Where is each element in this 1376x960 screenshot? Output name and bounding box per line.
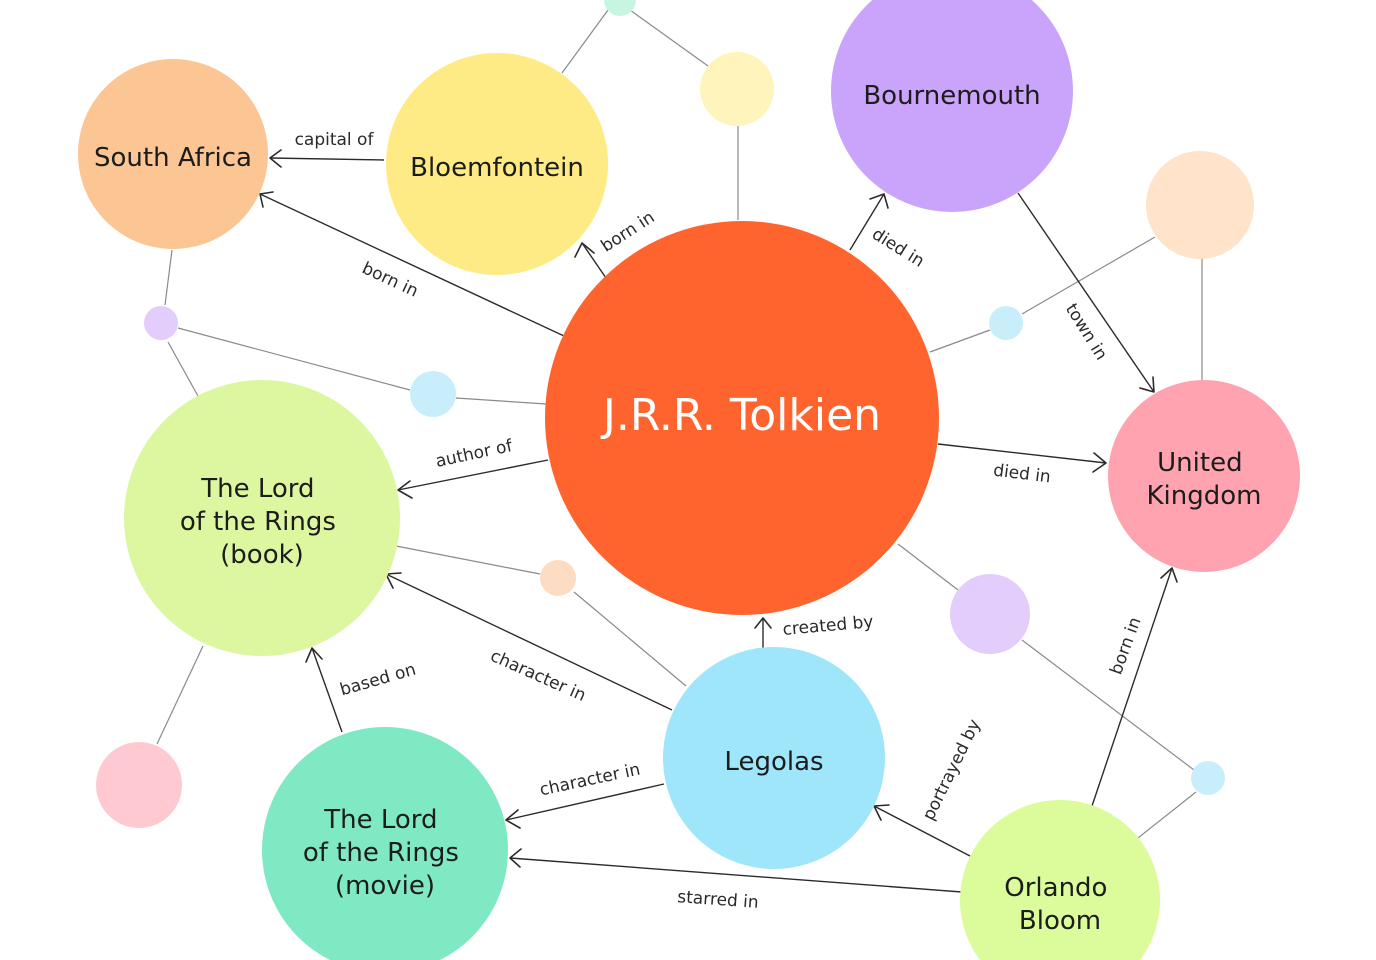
- node-labels: South Africa Bloemfontein Bournemouth J.…: [94, 81, 1261, 936]
- node-label-orlando-bloom: Orlando Bloom: [1004, 873, 1115, 936]
- edge-created-by: [754, 617, 772, 648]
- edge-label-created-by: created by: [782, 612, 874, 640]
- edge-died-in-bournemouth: [849, 193, 889, 251]
- edge-label-author-of: author of: [434, 436, 515, 472]
- node-bloemfontein[interactable]: [386, 53, 608, 275]
- node-label-line: Bloom: [1019, 906, 1101, 936]
- edge-label-character-in-movie: character in: [538, 760, 642, 801]
- edge-born-in-bloemfontein: [574, 242, 607, 279]
- edge-born-in-south-africa: [259, 191, 565, 337]
- decor-dot-light-peach: [1146, 151, 1254, 259]
- node-lotr-book[interactable]: [124, 380, 400, 656]
- entity-nodes: [78, 0, 1300, 960]
- edge-starred-in: [509, 848, 963, 893]
- decor-dot-light-blue: [410, 371, 456, 417]
- node-label-line: (movie): [335, 871, 435, 901]
- edge-based-on: [305, 647, 343, 733]
- node-bournemouth[interactable]: [831, 0, 1073, 212]
- decor-dot-light-blue-small: [989, 306, 1023, 340]
- node-label-line: The Lord: [200, 474, 314, 504]
- decor-dot-lavender: [950, 574, 1030, 654]
- decorative-connectors: [156, 9, 1203, 839]
- node-orlando-bloom[interactable]: [960, 800, 1160, 960]
- edge-character-in-book: [385, 572, 673, 711]
- node-lotr-movie[interactable]: [262, 727, 508, 960]
- node-label-lotr-movie: The Lord of the Rings (movie): [303, 805, 467, 901]
- decor-dot-light-blue-lower: [1191, 761, 1225, 795]
- node-label-bournemouth: Bournemouth: [863, 81, 1040, 111]
- node-label-line: Orlando: [1004, 873, 1107, 903]
- decor-dot-mint: [604, 0, 636, 16]
- edge-town-in: [1017, 192, 1155, 393]
- edge-character-in-movie: [505, 783, 665, 829]
- relation-edges: [259, 149, 1178, 893]
- edge-capital-of: [269, 149, 385, 168]
- node-label-south-africa: South Africa: [94, 143, 252, 173]
- edge-label-portrayed-by: portrayed by: [919, 716, 985, 823]
- edge-label-died-in-bournemouth: died in: [868, 224, 928, 272]
- node-label-line: Kingdom: [1147, 481, 1262, 511]
- node-legolas[interactable]: [663, 647, 885, 869]
- node-label-line: (book): [220, 540, 304, 570]
- node-tolkien[interactable]: [545, 221, 939, 615]
- edge-label-died-in-uk: died in: [992, 461, 1052, 488]
- edge-label-capital-of: capital of: [295, 130, 375, 150]
- node-united-kingdom[interactable]: [1108, 380, 1300, 572]
- edge-label-born-in-uk: born in: [1106, 615, 1145, 678]
- edge-died-in-uk: [937, 443, 1107, 473]
- edge-label-character-in-book: character in: [487, 646, 589, 706]
- decor-dot-peach-small: [540, 560, 576, 596]
- node-label-bloemfontein: Bloemfontein: [410, 153, 584, 183]
- node-label-line: United: [1157, 448, 1242, 478]
- edge-born-in-uk: [1091, 567, 1178, 807]
- edge-label-town-in: town in: [1061, 300, 1111, 364]
- edge-label-starred-in: starred in: [677, 887, 760, 913]
- decor-dot-pale-yellow: [700, 52, 774, 126]
- node-label-legolas: Legolas: [724, 747, 823, 777]
- node-label-united-kingdom: United Kingdom: [1147, 448, 1262, 511]
- node-label-line: of the Rings: [303, 838, 459, 868]
- decorative-dots: [96, 0, 1254, 828]
- decor-dot-lavender-small: [144, 306, 178, 340]
- node-label-line: The Lord: [323, 805, 437, 835]
- node-label-line: of the Rings: [180, 507, 336, 537]
- edge-label-based-on: based on: [338, 660, 418, 701]
- node-label-lotr-book: The Lord of the Rings (book): [180, 474, 344, 570]
- node-label-tolkien: J.R.R. Tolkien: [600, 390, 881, 441]
- decor-dot-pink: [96, 742, 182, 828]
- node-south-africa[interactable]: [78, 59, 268, 249]
- edge-author-of: [397, 459, 549, 499]
